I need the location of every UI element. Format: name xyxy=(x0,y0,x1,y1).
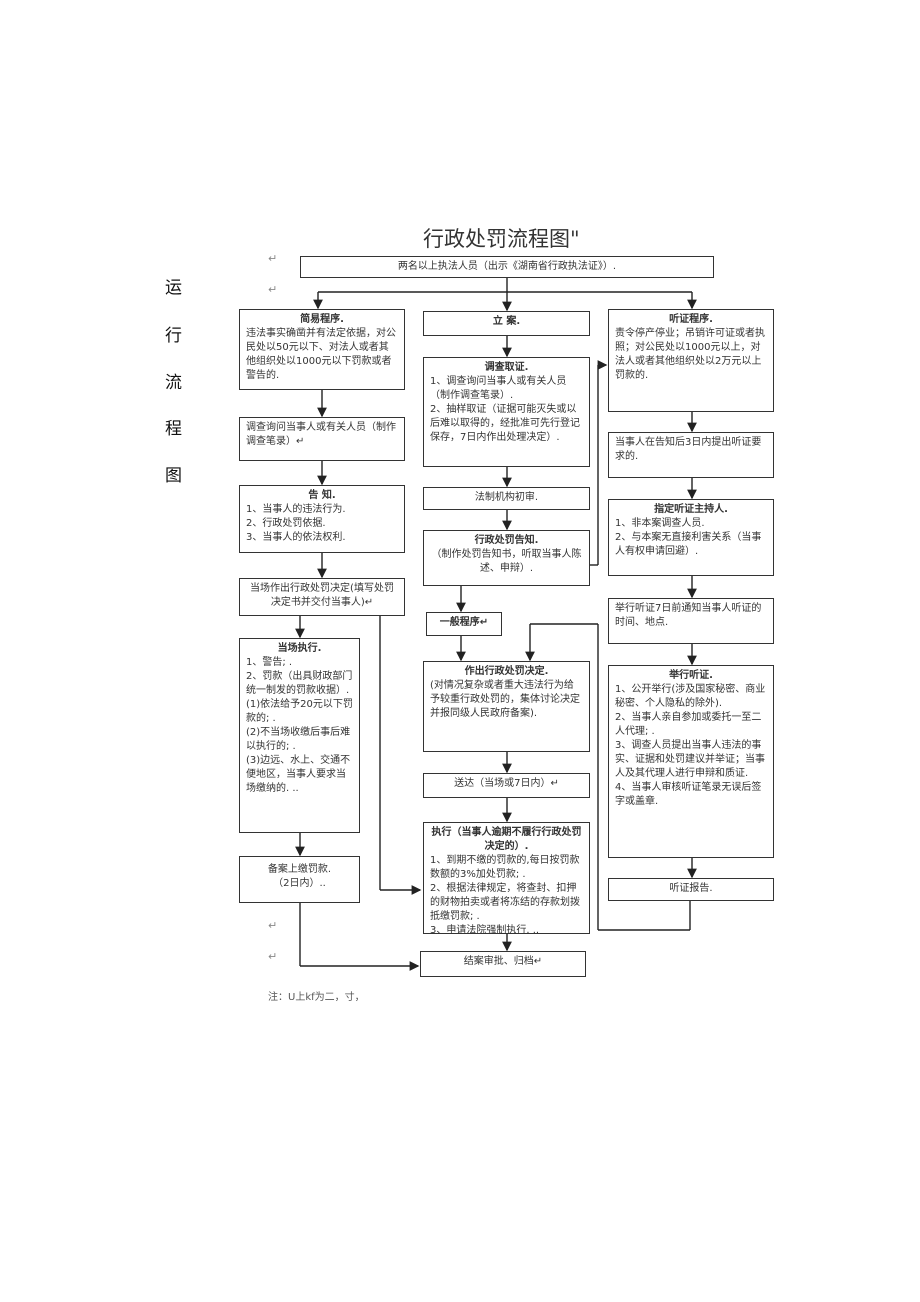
box-title: 调查取证. xyxy=(484,362,529,373)
box-line: (2)不当场收缴后事后难以执行的; . xyxy=(246,727,351,752)
box-hearing-host: 指定听证主持人. 1、非本案调查人员. 2、与本案无直接利害关系（当事人有权申请… xyxy=(608,499,774,576)
box-line: 备案上缴罚款. xyxy=(267,864,332,875)
para-mark: ↵ xyxy=(268,919,278,932)
box-general-procedure: 一般程序↵ xyxy=(426,612,502,636)
box-line: 1、公开举行(涉及国家秘密、商业秘密、个人隐私的除外). xyxy=(615,684,766,709)
box-line: 送达（当场或7日内）↵ xyxy=(454,778,559,789)
box-survey-simple: 调查询问当事人或有关人员（制作调查笔录）↵ xyxy=(239,417,405,461)
para-mark: ↵ xyxy=(268,950,278,963)
box-title: 行政处罚告知. xyxy=(474,535,539,546)
box-line: （制作处罚告知书，听取当事人陈述、申辩）. xyxy=(431,549,582,574)
box-line: 举行听证7日前通知当事人听证的时间、地点. xyxy=(615,603,762,628)
box-hearing-request: 当事人在告知后3日内提出听证要求的. xyxy=(608,432,774,478)
box-line: 1、警告; . xyxy=(246,657,293,668)
side-char: 流 xyxy=(165,373,182,393)
box-hearing-report: 听证报告. xyxy=(608,878,774,901)
box-line: 1、到期不缴的罚款的,每日按罚款数额的3%加处罚款; . xyxy=(430,855,580,880)
box-close-case: 结案审批、归档↵ xyxy=(420,951,586,977)
box-title: 简易程序. xyxy=(300,314,344,325)
box-line: (3)边远、水上、交通不便地区，当事人要求当场缴纳的. .. xyxy=(246,755,351,794)
box-line: 3、调查人员提出当事人违法的事实、证据和处罚建议并举证；当事人及其代理人进行申辩… xyxy=(615,740,765,779)
box-deliver: 送达（当场或7日内）↵ xyxy=(423,773,590,798)
box-line: 调查询问当事人或有关人员（制作调查笔录）↵ xyxy=(246,422,396,447)
box-simple-procedure: 简易程序. 违法事实确凿并有法定依据，对公民处以50元以下、对法人或者其他组织处… xyxy=(239,309,405,390)
box-legal-review: 法制机构初审. xyxy=(423,487,590,510)
box-line: 2、行政处罚依据. xyxy=(246,518,326,529)
side-char: 程 xyxy=(165,419,182,439)
box-line: （2日内）.. xyxy=(273,878,326,889)
page-title: 行政处罚流程图" xyxy=(423,227,580,251)
box-enforcers: 两名以上执法人员（出示《湖南省行政执法证》）. xyxy=(300,256,714,278)
box-line: 1、调查询问当事人或有关人员（制作调查笔录）. xyxy=(430,376,567,401)
box-hearing-hold: 举行听证. 1、公开举行(涉及国家秘密、商业秘密、个人隐私的除外). 2、当事人… xyxy=(608,665,774,858)
box-record-fine: 备案上缴罚款. （2日内）.. xyxy=(239,856,360,903)
box-hearing-notify: 举行听证7日前通知当事人听证的时间、地点. xyxy=(608,598,774,644)
footnote: 注：U上kf为二，寸， xyxy=(268,992,365,1003)
box-line: 2、与本案无直接利害关系（当事人有权申请回避）. xyxy=(615,532,762,557)
box-line: 2、罚款（出具财政部门统一制发的罚款收据）. xyxy=(246,671,353,696)
para-mark: ↵ xyxy=(268,283,278,296)
box-hearing-procedure: 听证程序. 责令停产停业；吊销许可证或者执照；对公民处以1000元以上，对法人或… xyxy=(608,309,774,412)
box-line: (1)依法给予20元以下罚款的; . xyxy=(246,699,353,724)
box-penalty-decision: 作出行政处罚决定. (对情况复杂或者重大违法行为给予较重行政处罚的，集体讨论决定… xyxy=(423,661,590,752)
box-line: 责令停产停业；吊销许可证或者执照；对公民处以1000元以上，对法人或者其他组织处… xyxy=(615,328,765,381)
box-onsite-execution: 当场执行. 1、警告; . 2、罚款（出具财政部门统一制发的罚款收据）. (1)… xyxy=(239,638,360,833)
box-line: 1、当事人的违法行为. xyxy=(246,504,346,515)
box-line: 2、当事人亲自参加或委托一至二人代理; . xyxy=(615,712,762,737)
box-title: 执行（当事人逾期不履行行政处罚决定的）. xyxy=(431,827,582,852)
box-text: 两名以上执法人员（出示《湖南省行政执法证》）. xyxy=(397,261,617,272)
box-title: 一般程序↵ xyxy=(439,617,489,628)
box-line: 3、当事人的依法权利. xyxy=(246,532,346,543)
box-line: 结案审批、归档↵ xyxy=(463,956,543,967)
side-char: 图 xyxy=(165,466,182,486)
box-title: 告 知. xyxy=(308,490,336,501)
box-line: (对情况复杂或者重大违法行为给予较重行政处罚的，集体讨论决定并报同级人民政府备案… xyxy=(430,680,580,719)
box-line: 法制机构初审. xyxy=(474,492,539,503)
box-register-case: 立 案. xyxy=(423,311,590,336)
para-mark: ↵ xyxy=(268,252,278,265)
side-char: 运 xyxy=(165,278,182,298)
box-line: 听证报告. xyxy=(669,883,713,894)
box-execute: 执行（当事人逾期不履行行政处罚决定的）. 1、到期不缴的罚款的,每日按罚款数额的… xyxy=(423,822,590,934)
box-line: 4、当事人审核听证笔录无误后签字或盖章. xyxy=(615,782,762,807)
box-line: 2、根据法律规定，将查封、扣押的财物拍卖或者将冻结的存款划拨抵缴罚款; . xyxy=(430,883,580,922)
box-line: 当事人在告知后3日内提出听证要求的. xyxy=(615,437,762,462)
box-line: 当场作出行政处罚决定(填写处罚决定书并交付当事人)↵ xyxy=(250,583,394,608)
box-inform: 告 知. 1、当事人的违法行为. 2、行政处罚依据. 3、当事人的依法权利. xyxy=(239,485,405,553)
box-onsite-decision: 当场作出行政处罚决定(填写处罚决定书并交付当事人)↵ xyxy=(239,578,405,616)
box-title: 立 案. xyxy=(492,316,521,327)
box-line: 1、非本案调查人员. xyxy=(615,518,705,529)
box-title: 当场执行. xyxy=(277,643,322,654)
box-line: 违法事实确凿并有法定依据，对公民处以50元以下、对法人或者其他组织处以1000元… xyxy=(246,328,396,381)
box-line: 2、抽样取证（证据可能灭失或以后难以取得的，经批准可先行登记保存，7日内作出处理… xyxy=(430,404,580,443)
box-title: 听证程序. xyxy=(669,314,713,325)
box-title: 作出行政处罚决定. xyxy=(464,666,549,677)
box-line: 3、申请法院强制执行. .. xyxy=(430,925,540,934)
box-penalty-notice: 行政处罚告知. （制作处罚告知书，听取当事人陈述、申辩）. xyxy=(423,530,590,586)
side-char: 行 xyxy=(165,326,182,346)
box-title: 举行听证. xyxy=(669,670,713,681)
box-investigate: 调查取证. 1、调查询问当事人或有关人员（制作调查笔录）. 2、抽样取证（证据可… xyxy=(423,357,590,467)
box-title: 指定听证主持人. xyxy=(654,504,728,515)
